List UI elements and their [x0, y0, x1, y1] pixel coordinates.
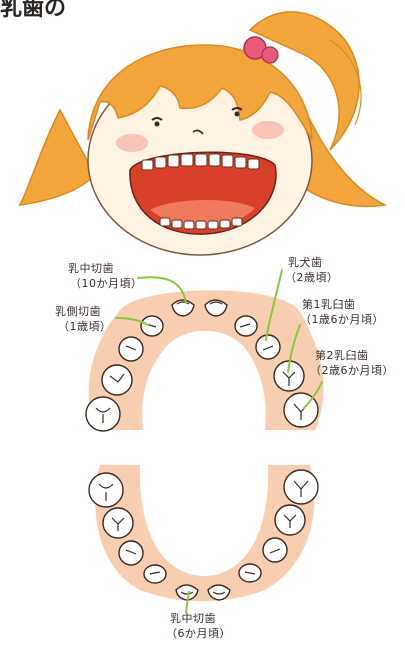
label-canine-age: （2歳頃）: [285, 271, 339, 285]
label-upper-central-incisor-age: （10か月頃）: [70, 277, 143, 291]
label-upper-central-incisor-name: 乳中切歯: [68, 262, 114, 276]
label-lower-central-incisor-name: 乳中切歯: [170, 612, 216, 626]
label-canine-name: 乳犬歯: [288, 256, 323, 270]
label-lower-central-incisor-age: （6か月頃）: [166, 627, 231, 641]
girl-illustration: [20, 12, 385, 255]
label-second-molar-name: 第2乳臼歯: [315, 349, 369, 363]
header-fragment: 乳歯の: [0, 0, 66, 22]
upper-jaw-diagram: [86, 290, 323, 431]
lower-jaw-diagram: [89, 465, 318, 601]
label-first-molar-age: （1歳6か月頃）: [300, 313, 384, 327]
label-second-molar-age: （2歳6か月頃）: [310, 364, 394, 378]
label-first-molar-name: 第1乳臼歯: [302, 298, 356, 312]
label-lateral-incisor-name: 乳側切歯: [55, 305, 101, 319]
label-lateral-incisor-age: （1歳頃）: [58, 320, 112, 334]
